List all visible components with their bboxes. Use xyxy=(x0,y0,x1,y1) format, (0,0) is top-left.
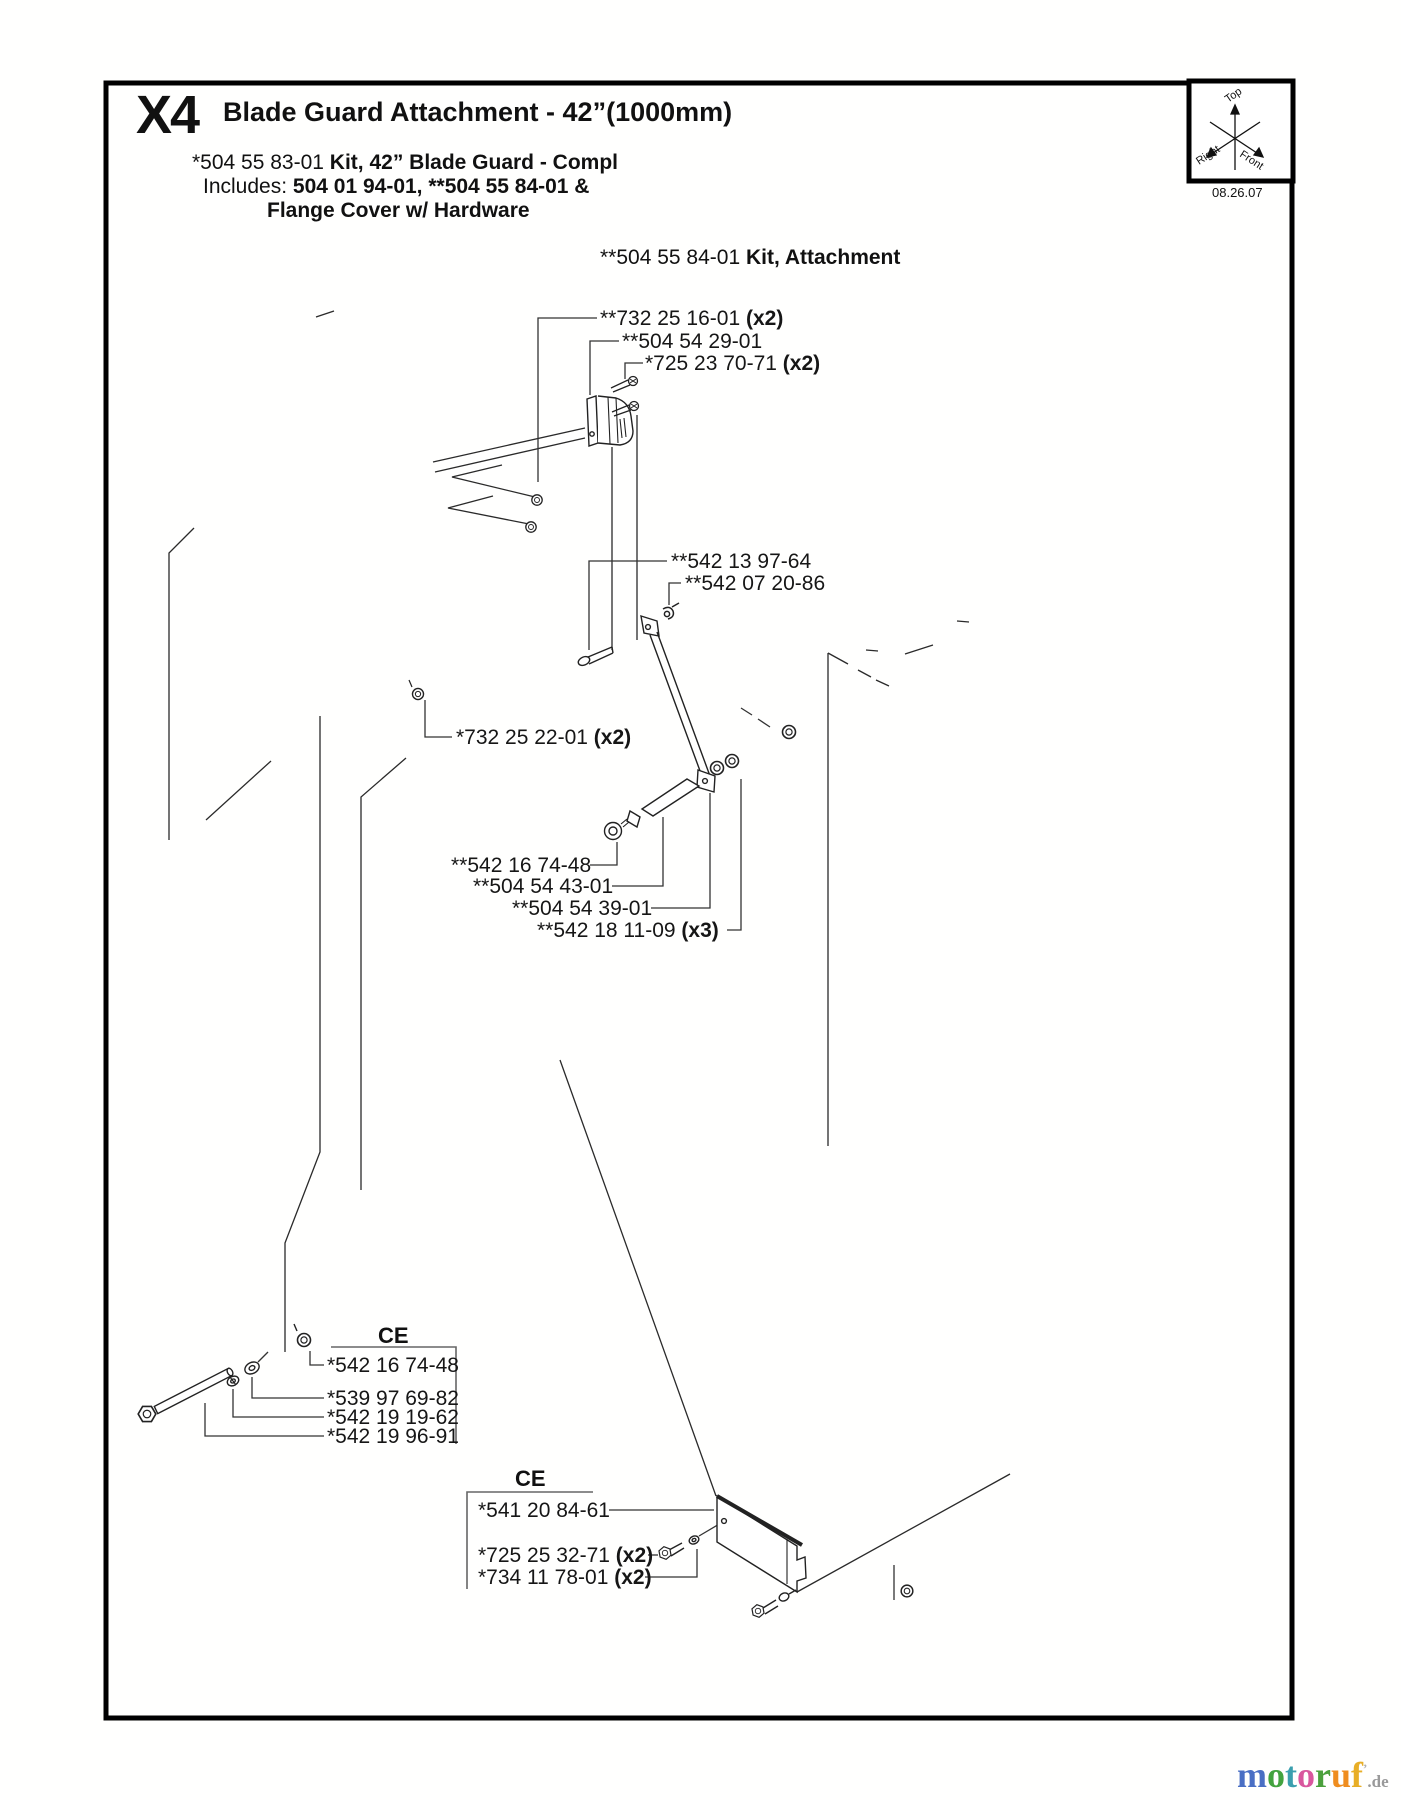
damper-rod-part xyxy=(603,778,701,841)
part-label: **504 54 39-01 xyxy=(512,897,653,920)
includes-items: 504 01 94-01, **504 55 84-01 & xyxy=(292,175,590,198)
leader-lines xyxy=(204,317,895,1600)
attachment-kit-line: **504 55 84-01 Kit, Attachment xyxy=(600,246,900,270)
machine-outline-fragments xyxy=(168,310,1011,1593)
watermark-letter: o xyxy=(1267,1755,1285,1795)
part-label: **504 54 29-01 xyxy=(622,330,763,353)
part-label: **542 16 74-48 xyxy=(451,854,592,877)
ce-box-2-frame xyxy=(466,1491,593,1589)
watermark-suffix: .de xyxy=(1367,1772,1389,1791)
page-border xyxy=(103,80,1295,1721)
part-label: *734 11 78-01 (x2) xyxy=(478,1566,652,1589)
kit-includes-extra: Flange Cover w/ Hardware xyxy=(267,199,530,222)
kit-includes-line: Includes: 504 01 94-01, **504 55 84-01 & xyxy=(203,175,589,199)
revision-date: 08.26.07 xyxy=(1212,185,1263,200)
watermark-letter: f xyxy=(1351,1755,1364,1795)
part-label: **732 25 16-01 (x2) xyxy=(600,307,784,330)
kit-compl-number: *504 55 83-01 xyxy=(192,151,324,174)
plate-screws xyxy=(749,1584,914,1619)
part-label: *541 20 84-61 xyxy=(478,1499,610,1522)
part-label: *542 19 19-62 xyxy=(327,1406,459,1429)
page-title: Blade Guard Attachment - 42”(1000mm) xyxy=(223,97,733,127)
kit-compl-line: *504 55 83-01 Kit, 42” Blade Guard - Com… xyxy=(192,151,618,175)
includes-prefix: Includes: xyxy=(203,175,288,198)
part-label: *725 25 32-71 (x2) xyxy=(478,1544,654,1567)
watermark-tick: ’ xyxy=(1363,1761,1368,1776)
section-code: X4 xyxy=(136,85,200,145)
support-strap-part xyxy=(640,614,716,793)
ce-box-1-title: CE xyxy=(378,1323,409,1348)
part-label: *542 16 74-48 xyxy=(327,1354,459,1377)
ce-box-1-frame xyxy=(331,1346,457,1444)
part-label: **542 07 20-86 xyxy=(685,572,826,595)
ce-box-2-title: CE xyxy=(515,1466,546,1491)
watermark-letter: u xyxy=(1330,1755,1352,1795)
kit-compl-name: Kit, 42” Blade Guard - Compl xyxy=(329,151,619,174)
watermark-letter: m xyxy=(1237,1755,1267,1795)
small-nut-part xyxy=(408,679,425,701)
part-label: *542 19 96-91 xyxy=(327,1425,459,1448)
part-label: **542 13 97-64 xyxy=(671,550,812,573)
clamp-bracket-part xyxy=(586,395,634,447)
attachment-kit-name: Kit, Attachment xyxy=(745,246,901,269)
part-label: **542 18 11-09 (x3) xyxy=(537,919,719,942)
motoruf-watermark: motoruf’.de xyxy=(1237,1754,1389,1796)
flange-cover-plate xyxy=(716,1494,807,1594)
retaining-clip-part xyxy=(662,602,680,620)
watermark-letter: r xyxy=(1315,1755,1331,1795)
ce2-screw-washer-icon xyxy=(656,1535,700,1561)
attachment-kit-number: **504 55 84-01 xyxy=(600,246,741,269)
part-label: *539 97 69-82 xyxy=(327,1387,459,1410)
watermark-letter: t xyxy=(1285,1755,1297,1795)
part-label: **504 54 43-01 xyxy=(473,875,614,898)
part-label: *732 25 22-01 (x2) xyxy=(456,726,632,749)
ce1-hardware xyxy=(137,1323,312,1423)
part-label: *725 23 70-71 (x2) xyxy=(645,352,821,375)
flange-nuts xyxy=(709,724,797,776)
watermark-letter: o xyxy=(1297,1755,1315,1795)
bracket-screws xyxy=(610,375,640,417)
push-nuts xyxy=(525,494,543,533)
watermark-letters: motoruf xyxy=(1237,1755,1363,1795)
orientation-axes-box: Top Right Front xyxy=(1186,78,1296,184)
pivot-pin-part xyxy=(577,646,614,667)
